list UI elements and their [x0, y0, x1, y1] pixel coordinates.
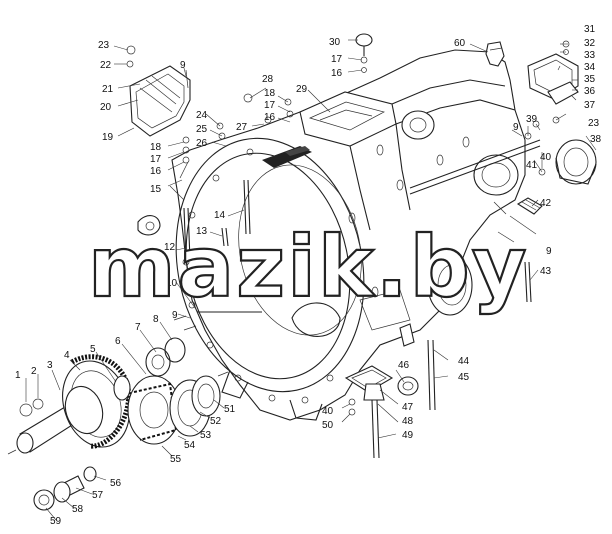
callout-55: 55: [170, 454, 182, 465]
callout-16-top: 16: [331, 68, 343, 79]
top-right-cover: [527, 40, 579, 105]
watermark-text: mazik.by: [88, 218, 529, 316]
small-fasteners: [173, 69, 560, 377]
callout-31: 31: [584, 24, 596, 35]
seal-parts: [33, 466, 97, 511]
callout-9-top-cover: 9: [180, 60, 186, 71]
callout-32: 32: [584, 38, 596, 49]
top-left-cover: [126, 45, 191, 137]
callout-2: 2: [31, 366, 37, 377]
callout-47: 47: [402, 402, 414, 413]
callout-14: 14: [214, 210, 226, 221]
callout-15: 15: [150, 184, 162, 195]
leader-lines: [25, 39, 597, 521]
callout-57: 57: [92, 490, 104, 501]
callout-6: 6: [115, 336, 121, 347]
callout-25: 25: [196, 124, 208, 135]
left-studs: [183, 179, 262, 313]
callout-60: 60: [454, 38, 466, 49]
retainer-assembly: [113, 337, 221, 445]
callout-24: 24: [196, 110, 208, 121]
callout-23-right: 23: [588, 118, 600, 129]
callout-30: 30: [329, 37, 341, 48]
callout-8: 8: [153, 314, 159, 325]
callout-53: 53: [200, 430, 212, 441]
callout-20: 20: [100, 102, 112, 113]
callout-23-left: 23: [98, 40, 110, 51]
callout-44: 44: [458, 356, 470, 367]
callout-26: 26: [196, 138, 208, 149]
callout-1: 1: [15, 370, 21, 381]
callout-41: 41: [526, 160, 538, 171]
callout-33: 33: [584, 50, 596, 61]
callout-29: 29: [296, 84, 308, 95]
callout-4: 4: [64, 350, 70, 361]
callout-43: 43: [540, 266, 552, 277]
callout-12: 12: [164, 242, 176, 253]
callout-labels: 1 2 3 4 5 6 7 8 9 9 9 9 10 12 13 14 15 1…: [15, 24, 602, 527]
eye-bolt: [355, 33, 373, 73]
callout-17-center: 17: [264, 100, 276, 111]
input-shaft-assembly: [7, 354, 132, 455]
callout-16-left: 16: [150, 166, 162, 177]
lower-parts: [344, 323, 436, 459]
long-stud: [524, 261, 532, 303]
callout-40-right: 40: [540, 152, 552, 163]
callout-52: 52: [210, 416, 222, 427]
callout-18-left: 18: [150, 142, 162, 153]
callout-17-left: 17: [150, 154, 162, 165]
callout-13: 13: [196, 226, 208, 237]
callout-34: 34: [584, 62, 596, 73]
callout-42: 42: [540, 198, 552, 209]
callout-19: 19: [102, 132, 114, 143]
callout-28: 28: [262, 74, 274, 85]
callout-49: 49: [402, 430, 414, 441]
callout-3: 3: [47, 360, 53, 371]
callout-7: 7: [135, 322, 141, 333]
callout-50: 50: [322, 420, 334, 431]
callout-45: 45: [458, 372, 470, 383]
callout-56: 56: [110, 478, 122, 489]
callout-46: 46: [398, 360, 410, 371]
breather-part: [485, 41, 505, 67]
callout-36: 36: [584, 86, 596, 97]
callout-37: 37: [584, 100, 596, 111]
callout-5: 5: [90, 344, 96, 355]
callout-27: 27: [236, 122, 248, 133]
threaded-plug: [516, 197, 543, 215]
callout-40-lower: 40: [322, 406, 334, 417]
callout-21: 21: [102, 84, 114, 95]
callout-54: 54: [184, 440, 196, 451]
callout-51: 51: [224, 404, 236, 415]
callout-16-center: 16: [264, 112, 276, 123]
callout-48: 48: [402, 416, 414, 427]
callout-17-top: 17: [331, 54, 343, 65]
callout-58: 58: [72, 504, 84, 515]
lever-part: [137, 215, 161, 236]
callout-38: 38: [590, 134, 602, 145]
callout-59: 59: [50, 516, 62, 527]
callout-9-right-side: 9: [513, 122, 519, 133]
callout-22: 22: [100, 60, 112, 71]
callout-10: 10: [166, 278, 178, 289]
callout-18-center: 18: [264, 88, 276, 99]
callout-39: 39: [526, 114, 538, 125]
callout-35: 35: [584, 74, 596, 85]
gearbox-housing: [171, 49, 541, 421]
callout-9-right-lower: 9: [546, 246, 552, 257]
callout-9-left-shaft: 9: [172, 310, 178, 321]
flange-part: [555, 139, 597, 185]
